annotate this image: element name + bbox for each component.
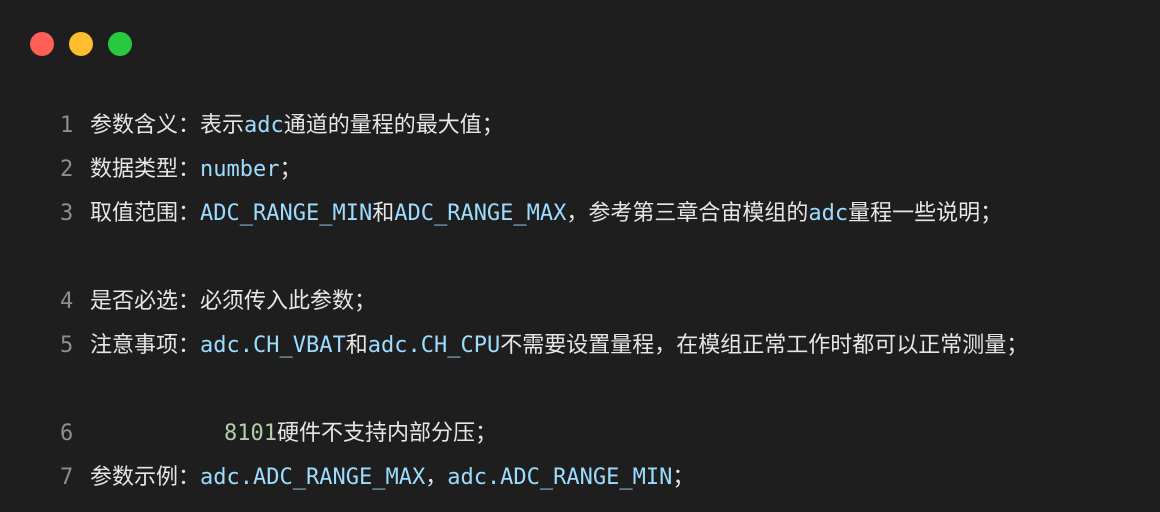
code-line: 7 参数示例：adc.ADC_RANGE_MAX，adc.ADC_RANGE_M… (0, 456, 1160, 500)
zoom-icon[interactable] (108, 32, 132, 56)
code-text: 量程一些说明； (848, 201, 1003, 226)
code-line: 4 是否必选：必须传入此参数； (0, 280, 1160, 324)
line-number: 5 (60, 333, 74, 358)
code-text: ； (672, 465, 695, 490)
line-number: 2 (60, 157, 74, 182)
code-text: ； (279, 157, 302, 182)
line-number: 7 (60, 465, 74, 490)
code-text: 和 (372, 201, 395, 226)
line-content: 参数示例：adc.ADC_RANGE_MAX，adc.ADC_RANGE_MIN… (90, 456, 1138, 500)
code-line: 2 数据类型：number； (0, 148, 1160, 192)
minimize-icon[interactable] (69, 32, 93, 56)
code-identifier: adc.CH_CPU (367, 333, 501, 358)
line-content: 取值范围：ADC_RANGE_MIN和ADC_RANGE_MAX，参考第三章合宙… (90, 192, 1138, 236)
close-icon[interactable] (30, 32, 54, 56)
line-number: 1 (60, 113, 74, 138)
code-text: 硬件不支持内部分压； (276, 421, 497, 446)
code-line: 1 参数含义：表示adc通道的量程的最大值； (0, 104, 1160, 148)
line-content: 注意事项：adc.CH_VBAT和adc.CH_CPU不需要设置量程，在模组正常… (90, 324, 1138, 368)
code-text: 数据类型： (90, 157, 201, 182)
code-identifier: adc.CH_VBAT (200, 333, 346, 358)
code-text: 注意事项： (90, 333, 201, 358)
code-text: 和 (345, 333, 368, 358)
code-line: 5 注意事项：adc.CH_VBAT和adc.CH_CPU不需要设置量程，在模组… (0, 324, 1160, 412)
code-identifier: adc.ADC_RANGE_MAX (200, 465, 426, 490)
code-identifier: ADC_RANGE_MAX (394, 201, 567, 226)
code-number: 8101 (224, 421, 277, 446)
code-block: 1 参数含义：表示adc通道的量程的最大值； 2 数据类型：number； 3 … (0, 104, 1160, 500)
line-number: 4 (60, 289, 74, 314)
line-content: 是否必选：必须传入此参数； (90, 280, 1138, 324)
line-content: 8101硬件不支持内部分压； (90, 412, 1138, 456)
code-identifier: adc.ADC_RANGE_MIN (447, 465, 673, 490)
code-text: ，参考第三章合宙模组的 (566, 201, 809, 226)
code-text: 参数示例： (90, 465, 201, 490)
line-number: 3 (60, 201, 74, 226)
code-text: 是否必选：必须传入此参数； (90, 289, 377, 314)
line-content: 数据类型：number； (90, 148, 1138, 192)
code-identifier: number (200, 157, 280, 182)
code-line: 6 8101硬件不支持内部分压； (0, 412, 1160, 456)
line-number: 6 (60, 421, 74, 446)
code-text: 不需要设置量程，在模组正常工作时都可以正常测量； (500, 333, 1029, 358)
code-text: ， (425, 465, 448, 490)
code-text: 参数含义：表示 (90, 113, 245, 138)
window-controls (30, 32, 132, 56)
code-identifier: adc (244, 113, 284, 138)
code-text: 取值范围： (90, 201, 201, 226)
code-line: 3 取值范围：ADC_RANGE_MIN和ADC_RANGE_MAX，参考第三章… (0, 192, 1160, 280)
line-content: 参数含义：表示adc通道的量程的最大值； (90, 104, 1138, 148)
code-identifier: adc (808, 201, 849, 226)
code-identifier: ADC_RANGE_MIN (200, 201, 373, 226)
code-text: 通道的量程的最大值； (283, 113, 504, 138)
